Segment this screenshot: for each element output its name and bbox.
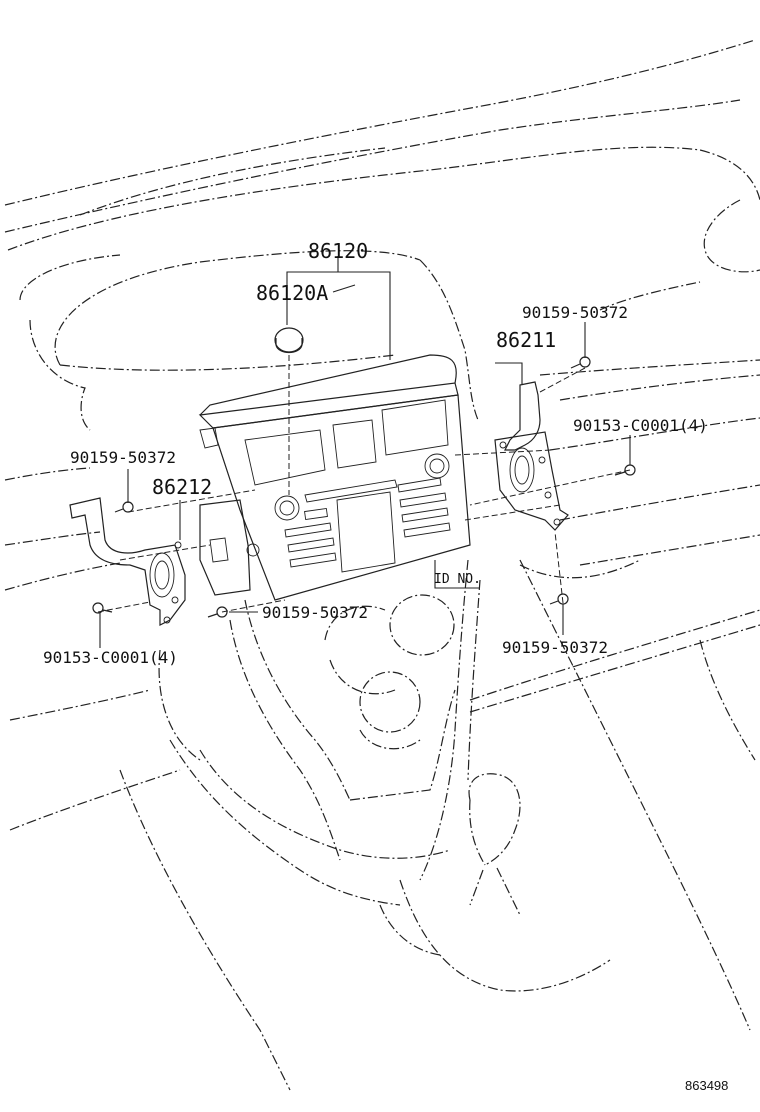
- reference-number: 863498: [685, 1078, 728, 1093]
- bracket-left-86212: [69, 497, 260, 626]
- label-screw-top-right: 90159-50372: [522, 303, 628, 322]
- knob-86120a: [274, 327, 304, 495]
- head-unit-86120: [198, 354, 471, 601]
- screw-left-icon: [114, 501, 134, 513]
- gear-shifter: [468, 773, 521, 916]
- center-console: [119, 559, 751, 1091]
- alignment-lines: [97, 367, 631, 613]
- label-86212: 86212: [152, 475, 212, 499]
- label-bolt-left: 90153-C0001(4): [43, 648, 178, 667]
- leader-lines: [99, 256, 631, 648]
- label-id-no: ID NO.: [434, 572, 481, 587]
- dashboard-outline: [4, 39, 760, 831]
- bracket-right-86211: [494, 381, 569, 531]
- label-86211: 86211: [496, 328, 556, 352]
- label-screw-left: 90159-50372: [70, 448, 176, 467]
- label-screw-bottom-right: 90159-50372: [502, 638, 608, 657]
- cup-holders: [324, 594, 455, 750]
- label-bolt-right: 90153-C0001(4): [573, 416, 708, 435]
- screw-bottom-right-icon: [549, 593, 569, 605]
- label-86120: 86120: [308, 239, 368, 263]
- label-86120a: 86120A: [256, 281, 328, 305]
- screw-top-right-icon: [570, 356, 591, 369]
- screw-center-icon: [207, 606, 228, 618]
- label-screw-center: 90159-50372: [262, 603, 368, 622]
- bolt-left-icon: [92, 602, 113, 614]
- bolt-right-icon: [614, 464, 636, 476]
